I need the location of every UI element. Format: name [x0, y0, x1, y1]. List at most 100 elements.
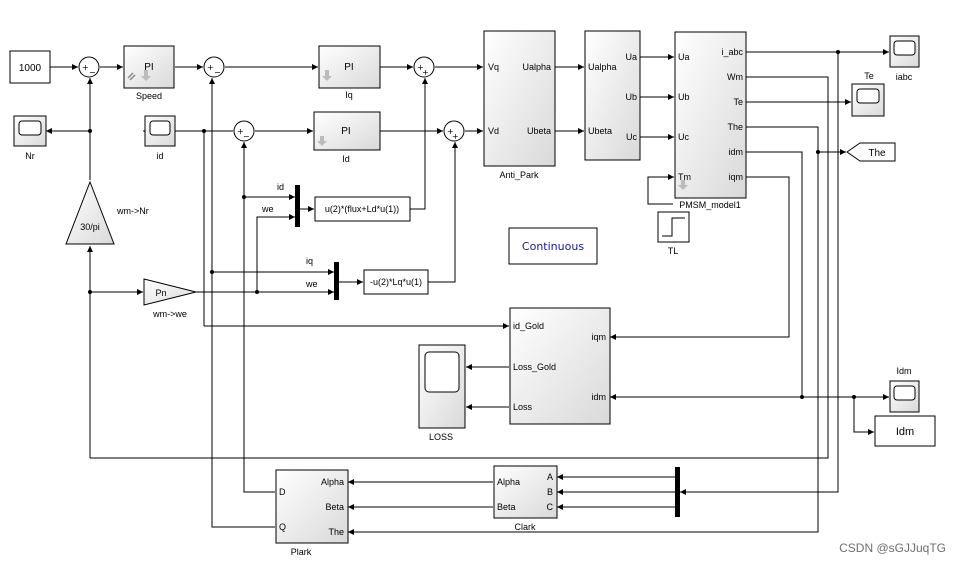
gain-nr-label: wm->Nr	[116, 206, 149, 216]
anti-park-port-vd: Vd	[488, 126, 499, 136]
loss-port-loss: Loss	[513, 402, 533, 412]
pmsm-port-wm: Wm	[727, 72, 743, 82]
mux-q-label-iq: iq	[306, 256, 313, 266]
continuous-text: Continuous	[522, 240, 584, 253]
svpwm-port-ua: Ua	[625, 52, 637, 62]
sum-vd[interactable]: + +	[443, 120, 465, 142]
arrow-down-icon	[317, 136, 327, 146]
sum-vq[interactable]: + +	[413, 56, 435, 78]
arrow-down-icon	[322, 70, 332, 81]
svg-text:+: +	[82, 63, 89, 72]
powergui-continuous-block[interactable]: Continuous	[508, 227, 598, 265]
anti-park-label: Anti_Park	[499, 170, 539, 180]
idm-display-block[interactable]: Idm	[874, 415, 936, 447]
park-port-q: Q	[279, 522, 286, 532]
loss-scope-label: LOSS	[429, 432, 453, 442]
iq-pi-text: PI	[344, 62, 353, 73]
signal-lines	[46, 49, 889, 535]
park-label: Plark	[291, 547, 312, 557]
anti-park-block[interactable]: Vq Vd Ualpha Ubeta Anti_Park	[483, 30, 556, 180]
loss-calc-block[interactable]: id_Gold Loss_Gold Loss iqm idm	[509, 307, 611, 425]
mux-d-label-id: id	[277, 182, 284, 192]
gain-pn-block[interactable]: Pn wm->we	[143, 278, 197, 319]
pmsm-port-te: Te	[733, 97, 743, 107]
iabc-scope[interactable]: iabc	[889, 35, 920, 82]
mux-q-label-we: we	[305, 279, 318, 289]
pmsm-model-block[interactable]: Ua Ub Uc Tm i_abc Wm Te The idm iqm PMSM…	[674, 31, 747, 210]
arrow-down-icon	[141, 70, 151, 81]
iq-pi-block[interactable]: PI Iq	[318, 45, 381, 100]
idm-scope-label: Idm	[896, 366, 911, 376]
fcn-d-expression: u(2)*(flux+Ld*u(1))	[325, 204, 399, 214]
iq-pi-label: Iq	[345, 90, 353, 100]
goto-the-tag[interactable]: The	[846, 142, 896, 162]
mux-q-block[interactable]: iq we	[305, 256, 339, 300]
id-pi-label: Id	[342, 154, 350, 164]
constant-block[interactable]: 1000	[9, 50, 51, 84]
pmsm-port-the: The	[727, 122, 743, 132]
nr-scope-label: Nr	[25, 151, 35, 161]
tl-step-block[interactable]: TL	[657, 211, 690, 256]
mux-d-label-we: we	[261, 204, 274, 214]
pmsm-port-idm: idm	[728, 147, 743, 157]
sum-iq-error[interactable]: + −	[203, 56, 225, 78]
svg-text:+: +	[452, 132, 459, 141]
clark-port-a: A	[547, 472, 553, 482]
clark-block[interactable]: A B C Alpha Beta Clark	[493, 465, 558, 532]
pmsm-port-uc: Uc	[678, 132, 689, 142]
gain-pn-label: wm->we	[152, 309, 187, 319]
id-pi-block[interactable]: PI Id	[313, 111, 381, 164]
demux-abc-block[interactable]	[675, 467, 680, 517]
id-scope[interactable]: id	[144, 115, 176, 161]
clark-port-b: B	[547, 487, 553, 497]
loss-port-loss-gold: Loss_Gold	[513, 362, 556, 372]
gain-nr-value: 30/pi	[80, 222, 100, 232]
park-port-the: The	[328, 527, 344, 537]
arrow-down-icon	[678, 180, 688, 190]
nr-scope[interactable]: Nr	[13, 115, 47, 161]
idm-display-text: Idm	[896, 426, 914, 438]
park-block[interactable]: Alpha Beta The D Q Plark	[275, 469, 349, 557]
constant-value: 1000	[19, 63, 42, 74]
svg-text:+: +	[417, 63, 424, 72]
gain-pn-value: Pn	[155, 288, 166, 298]
anti-park-port-vq: Vq	[488, 62, 499, 72]
svpwm-port-ubeta: Ubeta	[588, 126, 612, 136]
sum-id-error[interactable]: + −	[233, 120, 255, 142]
sum-speed-error[interactable]: + −	[78, 56, 100, 78]
fcn-q-block[interactable]: -u(2)*Lq*u(1)	[363, 269, 429, 295]
svg-text:−: −	[214, 68, 221, 77]
svg-text:+: +	[207, 63, 214, 72]
park-port-beta: Beta	[325, 502, 344, 512]
pmsm-port-ub: Ub	[678, 92, 690, 102]
svpwm-port-ub: Ub	[625, 92, 637, 102]
gain-nr-block[interactable]: 30/pi wm->Nr	[65, 180, 149, 245]
loss-scope[interactable]: LOSS	[418, 344, 466, 442]
te-scope-label: Te	[864, 71, 874, 81]
clark-port-alpha: Alpha	[497, 477, 520, 487]
anti-park-port-ubeta: Ubeta	[527, 126, 551, 136]
park-port-d: D	[279, 487, 286, 497]
branch-points	[88, 50, 856, 399]
anti-park-port-ualpha: Ualpha	[522, 62, 551, 72]
svg-text:−: −	[243, 132, 250, 141]
te-scope[interactable]: Te	[851, 71, 885, 117]
svg-text:+: +	[237, 127, 244, 136]
tl-label: TL	[668, 246, 679, 256]
speed-pi-text: PI	[144, 62, 153, 73]
speed-pi-block[interactable]: PI Speed	[123, 45, 175, 101]
mux-d-block[interactable]: id we	[261, 182, 300, 227]
speed-pi-label: Speed	[136, 91, 162, 101]
id-scope-label: id	[156, 151, 163, 161]
watermark: CSDN @sGJJuqTG	[839, 541, 946, 555]
iabc-scope-label: iabc	[896, 72, 913, 82]
pmsm-port-iabc: i_abc	[721, 47, 743, 57]
loss-port-id-gold: id_Gold	[513, 321, 544, 331]
pmsm-port-tm: Tm	[678, 172, 691, 182]
fcn-d-block[interactable]: u(2)*(flux+Ld*u(1))	[314, 196, 411, 222]
loss-port-idm: idm	[591, 392, 606, 402]
svpwm-block[interactable]: Ualpha Ubeta Ua Ub Uc	[584, 30, 641, 161]
idm-scope[interactable]: Idm	[889, 366, 920, 413]
clark-port-beta: Beta	[497, 502, 516, 512]
